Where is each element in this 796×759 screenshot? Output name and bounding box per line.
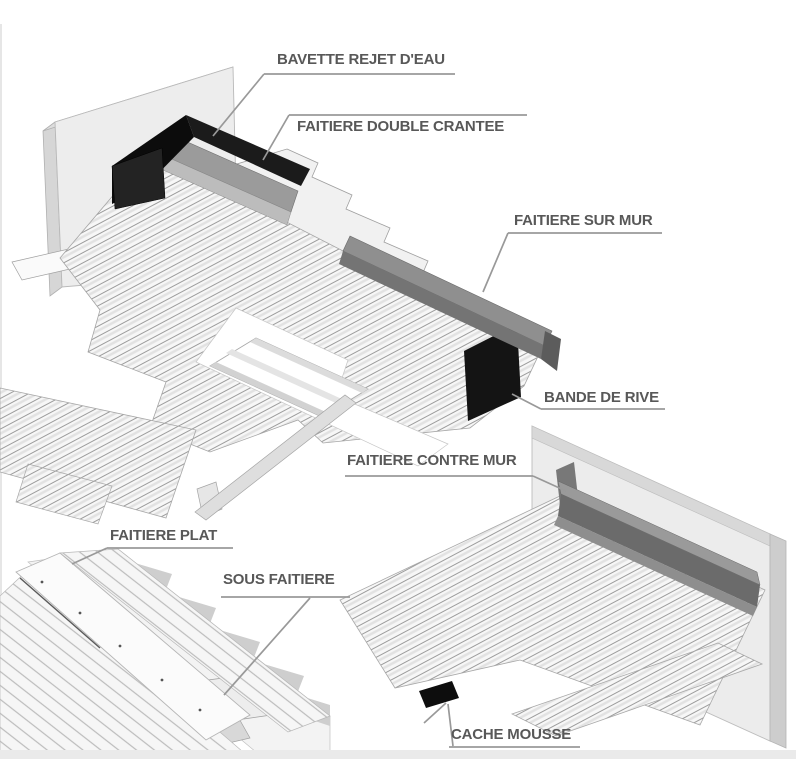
bavette-right-wing: [186, 115, 310, 186]
leader-double-crantee: [262, 114, 527, 161]
screw-dot: [118, 644, 122, 648]
contre-mur-bar-lip: [554, 516, 757, 616]
contre-mur-assembly: [339, 425, 787, 749]
label-sous-faitiere: SOUS FAITIERE: [223, 571, 335, 588]
leader-sous-faitiere: [221, 596, 350, 696]
contre-mur-lower-piece: [510, 642, 764, 737]
cache-mousse-part: [419, 681, 459, 708]
contre-mur-bar-face: [558, 494, 760, 607]
purlin-strip-lower: [210, 362, 328, 417]
annotation-lines: [71, 73, 665, 748]
label-bavette-rejet-deau: BAVETTE REJET D'EAU: [277, 51, 445, 68]
footer-strip: [0, 750, 796, 759]
screw-dot: [78, 611, 82, 615]
label-faitiere-double-crantee: FAITIERE DOUBLE CRANTEE: [297, 118, 505, 135]
leader-bavette: [212, 73, 455, 137]
bavette-left-flap: [111, 147, 166, 210]
ridge-assembly: [0, 66, 561, 525]
leader-bande-de-rive: [511, 393, 665, 410]
screw-dot: [160, 678, 164, 682]
leader-contre-mur: [345, 475, 567, 492]
page-left-edge: [0, 24, 2, 748]
label-faitiere-sur-mur: FAITIERE SUR MUR: [514, 212, 653, 229]
screw-dot: [198, 708, 202, 712]
right-wall-side: [769, 533, 787, 749]
label-cache-mousse: CACHE MOUSSE: [451, 726, 572, 743]
leader-sur-mur: [482, 232, 662, 293]
screw-dot: [40, 580, 44, 584]
purlin-beam: [194, 394, 357, 521]
plat-right-sheet: [59, 548, 331, 733]
lower-left-panel-piece: [15, 463, 113, 525]
cap-fold-line: [19, 577, 101, 649]
label-bande-de-rive: BANDE DE RIVE: [544, 389, 659, 406]
purlin-strip-middle: [226, 349, 344, 404]
bande-de-rive-part: [464, 324, 521, 421]
flat-ridge-cap: [15, 552, 251, 741]
sur-mur-bar-face: [339, 251, 545, 359]
main-roof-panel: [59, 151, 541, 453]
leader-plat: [71, 547, 233, 565]
label-faitiere-contre-mur: FAITIERE CONTRE MUR: [347, 452, 517, 469]
label-faitiere-plat: FAITIERE PLAT: [110, 527, 218, 544]
purlin-strip-upper: [250, 338, 368, 393]
sur-mur-bar-end: [541, 331, 561, 371]
leader-cache-mousse: [423, 702, 580, 748]
plat-assembly: [0, 548, 331, 759]
